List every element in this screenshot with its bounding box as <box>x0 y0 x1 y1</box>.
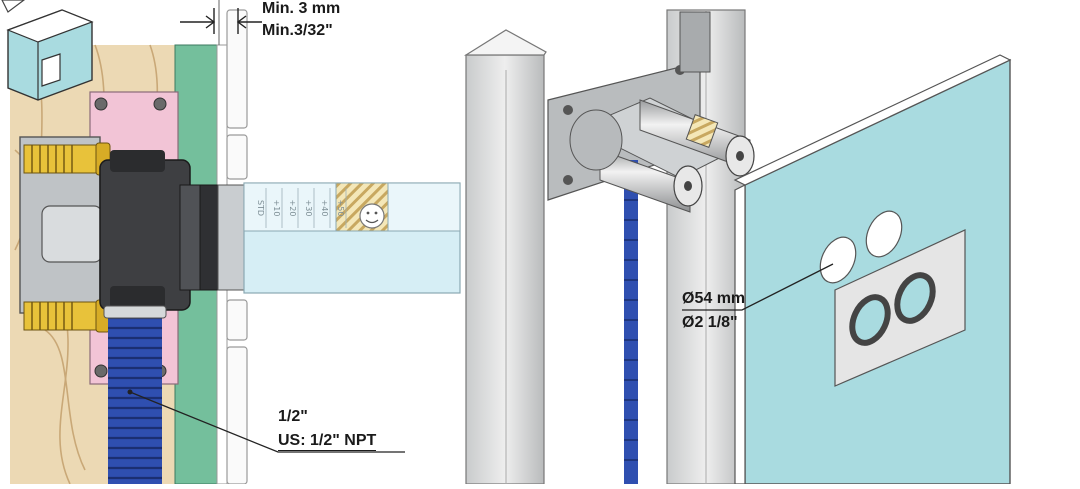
corrugated-hose <box>103 305 167 484</box>
tile-cutout-icon <box>1 0 94 101</box>
gauge-smiley-icon <box>359 203 385 229</box>
cover-hole-2 <box>894 272 936 324</box>
gauge-mark-label: +10 <box>272 200 281 217</box>
gauge-mark-label: +30 <box>304 200 313 217</box>
hole-metric-label: Ø54 mm <box>682 290 746 307</box>
gap-dimension-arrows <box>180 8 262 34</box>
valve-body <box>99 150 245 311</box>
tiles <box>226 9 248 485</box>
hole-imperial-label: Ø2 1/8" <box>682 314 738 331</box>
isometric-view <box>463 9 1012 485</box>
wall-panel <box>733 54 1012 485</box>
gauge-mark-label: +40 <box>320 200 329 217</box>
gap-min-metric-label: Min. 3 mm <box>262 0 341 17</box>
thread-size-label: 1/2" <box>278 408 308 425</box>
iso-blue-hose <box>624 160 638 484</box>
gauge-mark-label: +50 <box>336 200 345 217</box>
section-view: STD +10 +20 +30 +40 +50 <box>1 0 461 485</box>
depth-gauge: STD +10 +20 +30 +40 +50 <box>243 182 461 294</box>
cut-hole-2 <box>865 210 903 258</box>
thread-leader-line <box>129 391 405 453</box>
gauge-mark-label: +20 <box>288 200 297 217</box>
leader-dot <box>127 389 133 395</box>
hole-leader-line <box>682 263 834 311</box>
gauge-mark-label: STD <box>256 200 265 216</box>
gap-min-imperial-label: Min.3/32" <box>262 22 333 39</box>
plate-screws <box>94 97 167 378</box>
bracket-window <box>41 205 103 263</box>
left-post <box>463 29 547 485</box>
cover-hole-1 <box>849 294 891 346</box>
gauge-marks: STD +10 +20 +30 +40 +50 <box>256 188 347 228</box>
thread-us-spec-label: US: 1/2" NPT <box>278 432 377 451</box>
valve-cylinders <box>569 97 755 213</box>
cut-hole-1 <box>819 236 857 284</box>
